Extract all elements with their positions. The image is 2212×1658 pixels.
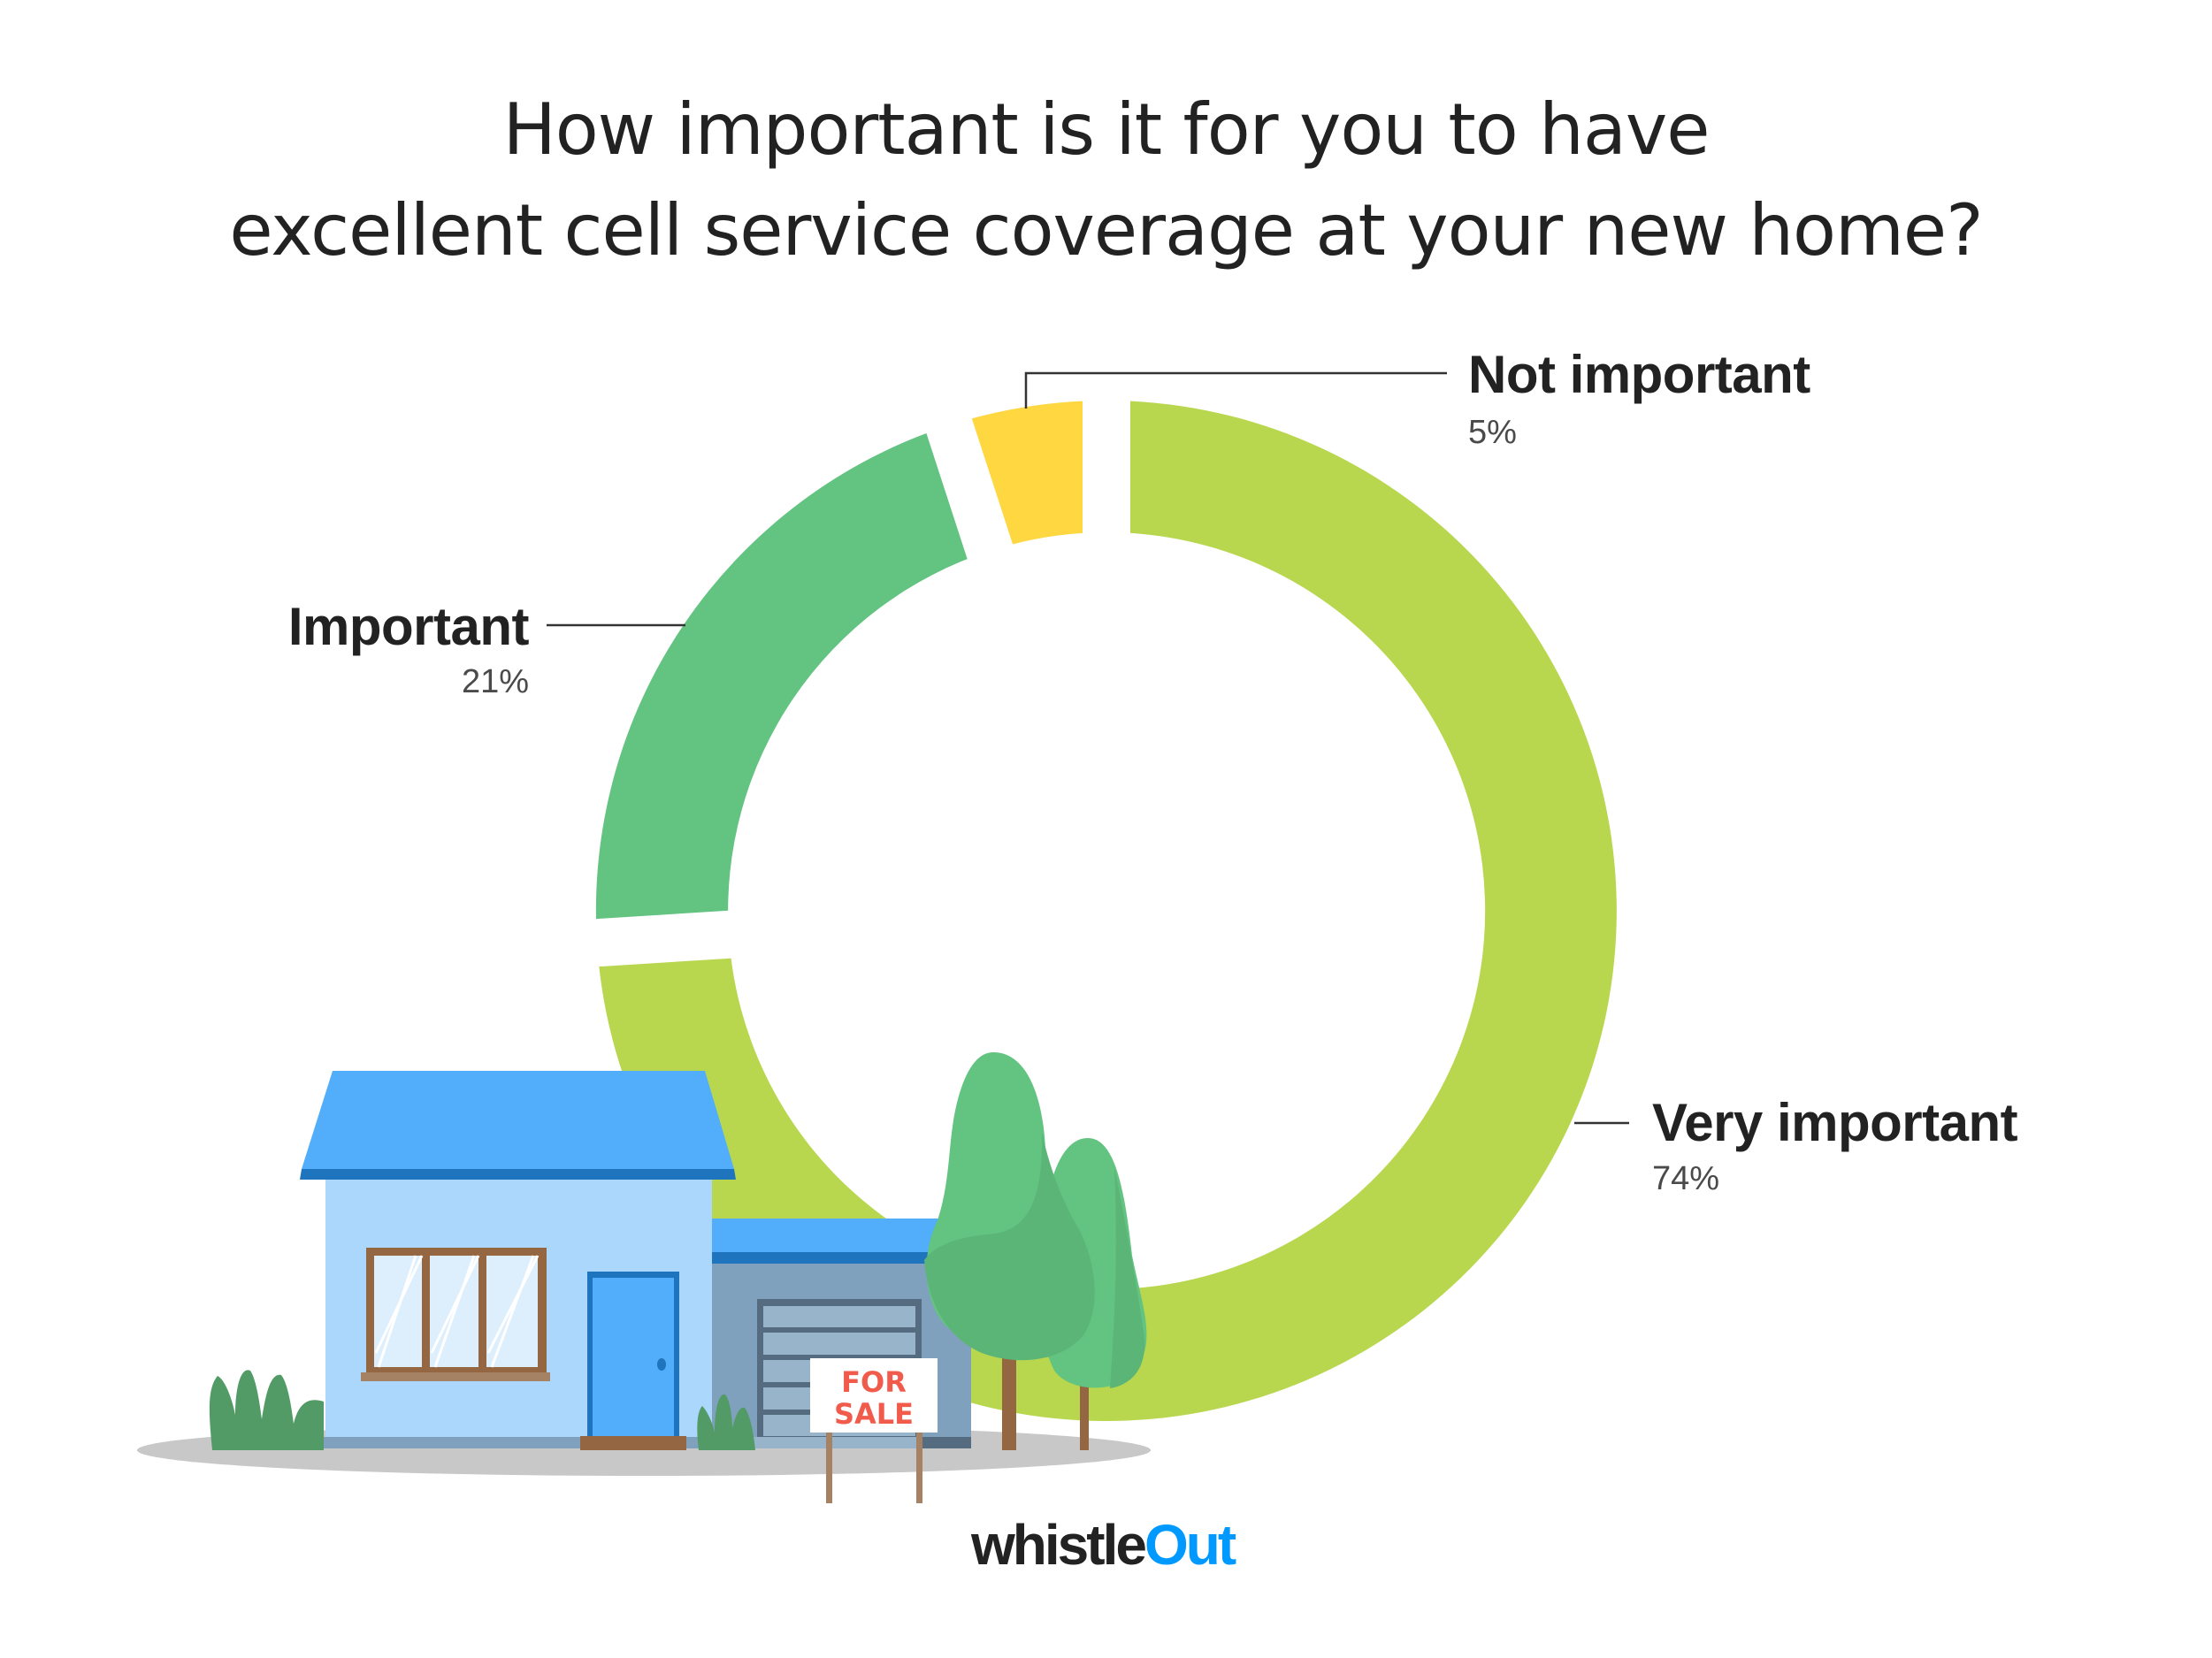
door-step <box>580 1436 686 1450</box>
value-important: 21% <box>461 663 529 700</box>
chart-title-line-1: How important is it for you to have <box>502 88 1711 171</box>
leader-not-important <box>1024 371 1447 409</box>
gap-left <box>584 910 742 967</box>
house-roof-band <box>300 1169 736 1180</box>
house-roof <box>302 1071 734 1169</box>
label-not-important: Not important <box>1468 345 1810 404</box>
door-knob <box>657 1358 666 1371</box>
donut-segments <box>584 389 1617 1421</box>
tree-1-shade <box>924 1132 1095 1361</box>
segment-important <box>595 425 990 943</box>
gap-important-not <box>922 407 1016 569</box>
garage-door-panel-1 <box>763 1306 915 1327</box>
logo-text-out: Out <box>1144 1513 1236 1577</box>
whistleout-logo: whistleOut <box>971 1517 1236 1573</box>
garage-base-right <box>920 1437 971 1448</box>
tree-2-shade <box>1110 1167 1145 1388</box>
garage-roof-band <box>712 1252 971 1264</box>
house-illustration: FOR SALE <box>137 1052 1151 1503</box>
window-sill <box>361 1372 550 1381</box>
tree-trunk-2 <box>1080 1362 1089 1450</box>
sign-text-for: FOR <box>841 1365 907 1399</box>
bush-left <box>209 1370 324 1450</box>
label-important: Important <box>287 597 530 656</box>
sign-post-right <box>916 1424 922 1503</box>
sign-post-left <box>826 1424 832 1503</box>
logo-text-whistle: whistle <box>971 1513 1147 1577</box>
garage-base <box>712 1437 971 1448</box>
garage-roof <box>712 1219 971 1254</box>
value-very-important: 74% <box>1652 1160 1720 1197</box>
leader-lines <box>547 371 1629 1125</box>
tree-trunk-1 <box>1002 1344 1016 1450</box>
garage-door-panel-2 <box>763 1333 915 1355</box>
window-glare <box>374 1255 540 1368</box>
chart-title-line-2: excellent cell service coverage at your … <box>229 189 1983 271</box>
sign-text-sale: SALE <box>834 1397 914 1431</box>
for-sale-sign <box>810 1358 938 1433</box>
label-very-important: Very important <box>1652 1093 2018 1152</box>
value-not-important: 5% <box>1468 414 1517 451</box>
bush-middle <box>697 1394 755 1450</box>
